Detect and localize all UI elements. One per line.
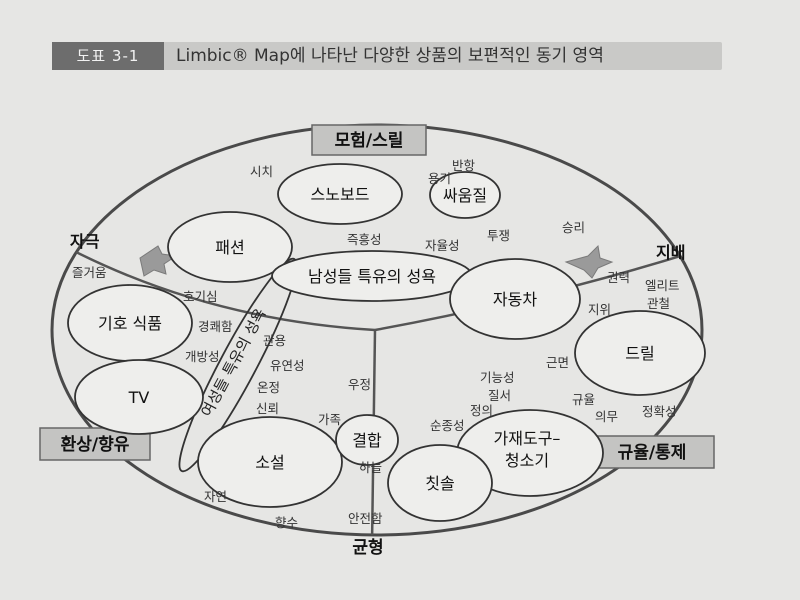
product-tv — [74, 359, 204, 435]
value-pleasure: 경쾌함 — [198, 319, 233, 334]
pole-label-stimulation: 자극 — [70, 232, 100, 251]
value-flexibility: 유연성 — [270, 358, 305, 373]
value-nature: 자연 — [204, 489, 227, 504]
product-snowboard-label: 스노보드 — [311, 185, 370, 204]
figure-number-tag: 도표 3-1 — [52, 42, 164, 70]
pole-box-adventure — [311, 124, 427, 156]
value-home: 향수 — [275, 515, 298, 530]
pole-label-discipline: 규율/통제 — [618, 443, 687, 463]
value-trust: 신뢰 — [256, 401, 279, 416]
divider-stimulation — [71, 248, 376, 332]
value-justice: 정의 — [470, 403, 493, 418]
pole-label-balance: 균형 — [352, 537, 383, 558]
pole-label-dominance: 지배 — [656, 243, 685, 262]
product-toothbrush — [387, 444, 493, 522]
value-safety: 안전함 — [348, 511, 383, 526]
product-car — [449, 258, 581, 340]
value-purity: 순종성 — [430, 418, 465, 433]
value-friendship: 우정 — [348, 377, 371, 392]
value-rule: 규율 — [572, 392, 595, 407]
value-status: 지위 — [588, 302, 611, 317]
stimulation-marker-icon — [139, 245, 178, 277]
value-warmth: 온정 — [257, 380, 280, 395]
value-sharing: 하늘 — [359, 460, 382, 475]
value-victory: 승리 — [562, 220, 585, 235]
value-power: 권력 — [607, 270, 630, 285]
product-drill — [574, 310, 706, 396]
product-fashion-label: 패션 — [215, 238, 244, 257]
value-joy: 즐거움 — [72, 265, 107, 280]
value-order: 질서 — [488, 388, 511, 403]
value-enforcement: 관철 — [647, 296, 670, 311]
value-diligence: 근면 — [546, 355, 569, 370]
value-ability: 기능성 — [480, 370, 515, 385]
value-rebellion: 반항 — [452, 158, 476, 173]
product-toothbrush-label: 칫솔 — [425, 474, 454, 493]
product-snowboard — [277, 163, 403, 225]
value-curiosity: 호기심 — [183, 289, 218, 304]
pole-label-fantasy: 환상/향유 — [61, 434, 130, 455]
value-tolerance: 관용 — [263, 333, 286, 348]
value-struggle: 투쟁 — [487, 228, 510, 243]
product-fashion — [167, 211, 293, 283]
product-fight-label: 싸움질 — [443, 186, 487, 205]
product-novel-label: 소설 — [255, 453, 284, 472]
product-favorite-food-label: 기호 식품 — [98, 314, 162, 333]
product-appliance-label-2: 청소기 — [505, 451, 549, 470]
figure-title: Limbic® Map에 나타난 다양한 상품의 보편적인 동기 영역 — [176, 46, 604, 66]
value-courage: 용기 — [428, 171, 451, 186]
value-elite: 엘리트 — [645, 278, 680, 293]
pole-box-discipline — [589, 435, 715, 469]
value-openness: 개방성 — [185, 349, 220, 364]
product-tv-label: TV — [128, 388, 150, 407]
product-fight — [429, 171, 501, 219]
pole-box-fantasy — [39, 427, 151, 461]
product-novel — [197, 416, 343, 508]
value-spontaneity: 즉흥성 — [347, 232, 382, 247]
value-fame: 시치 — [250, 164, 273, 179]
value-precision: 정확성 — [642, 404, 677, 419]
dominance-marker-icon — [564, 244, 614, 279]
product-car-label: 자동차 — [493, 290, 537, 309]
value-autonomy: 자율성 — [425, 238, 460, 253]
product-combination — [335, 414, 399, 466]
figure-title-bar: 도표 3-1 Limbic® Map에 나타난 다양한 상품의 보편적인 동기 … — [52, 42, 722, 70]
zone-female — [178, 257, 298, 473]
value-family: 가족 — [318, 412, 341, 427]
zone-male-label: 남성들 특유의 성욕 — [308, 267, 436, 286]
value-duty: 의무 — [595, 409, 618, 424]
product-drill-label: 드릴 — [625, 344, 654, 363]
product-appliance-label-1: 가재도구– — [494, 429, 561, 448]
product-combination-label: 결합 — [352, 431, 382, 450]
pole-label-adventure: 모험/스릴 — [335, 130, 404, 151]
